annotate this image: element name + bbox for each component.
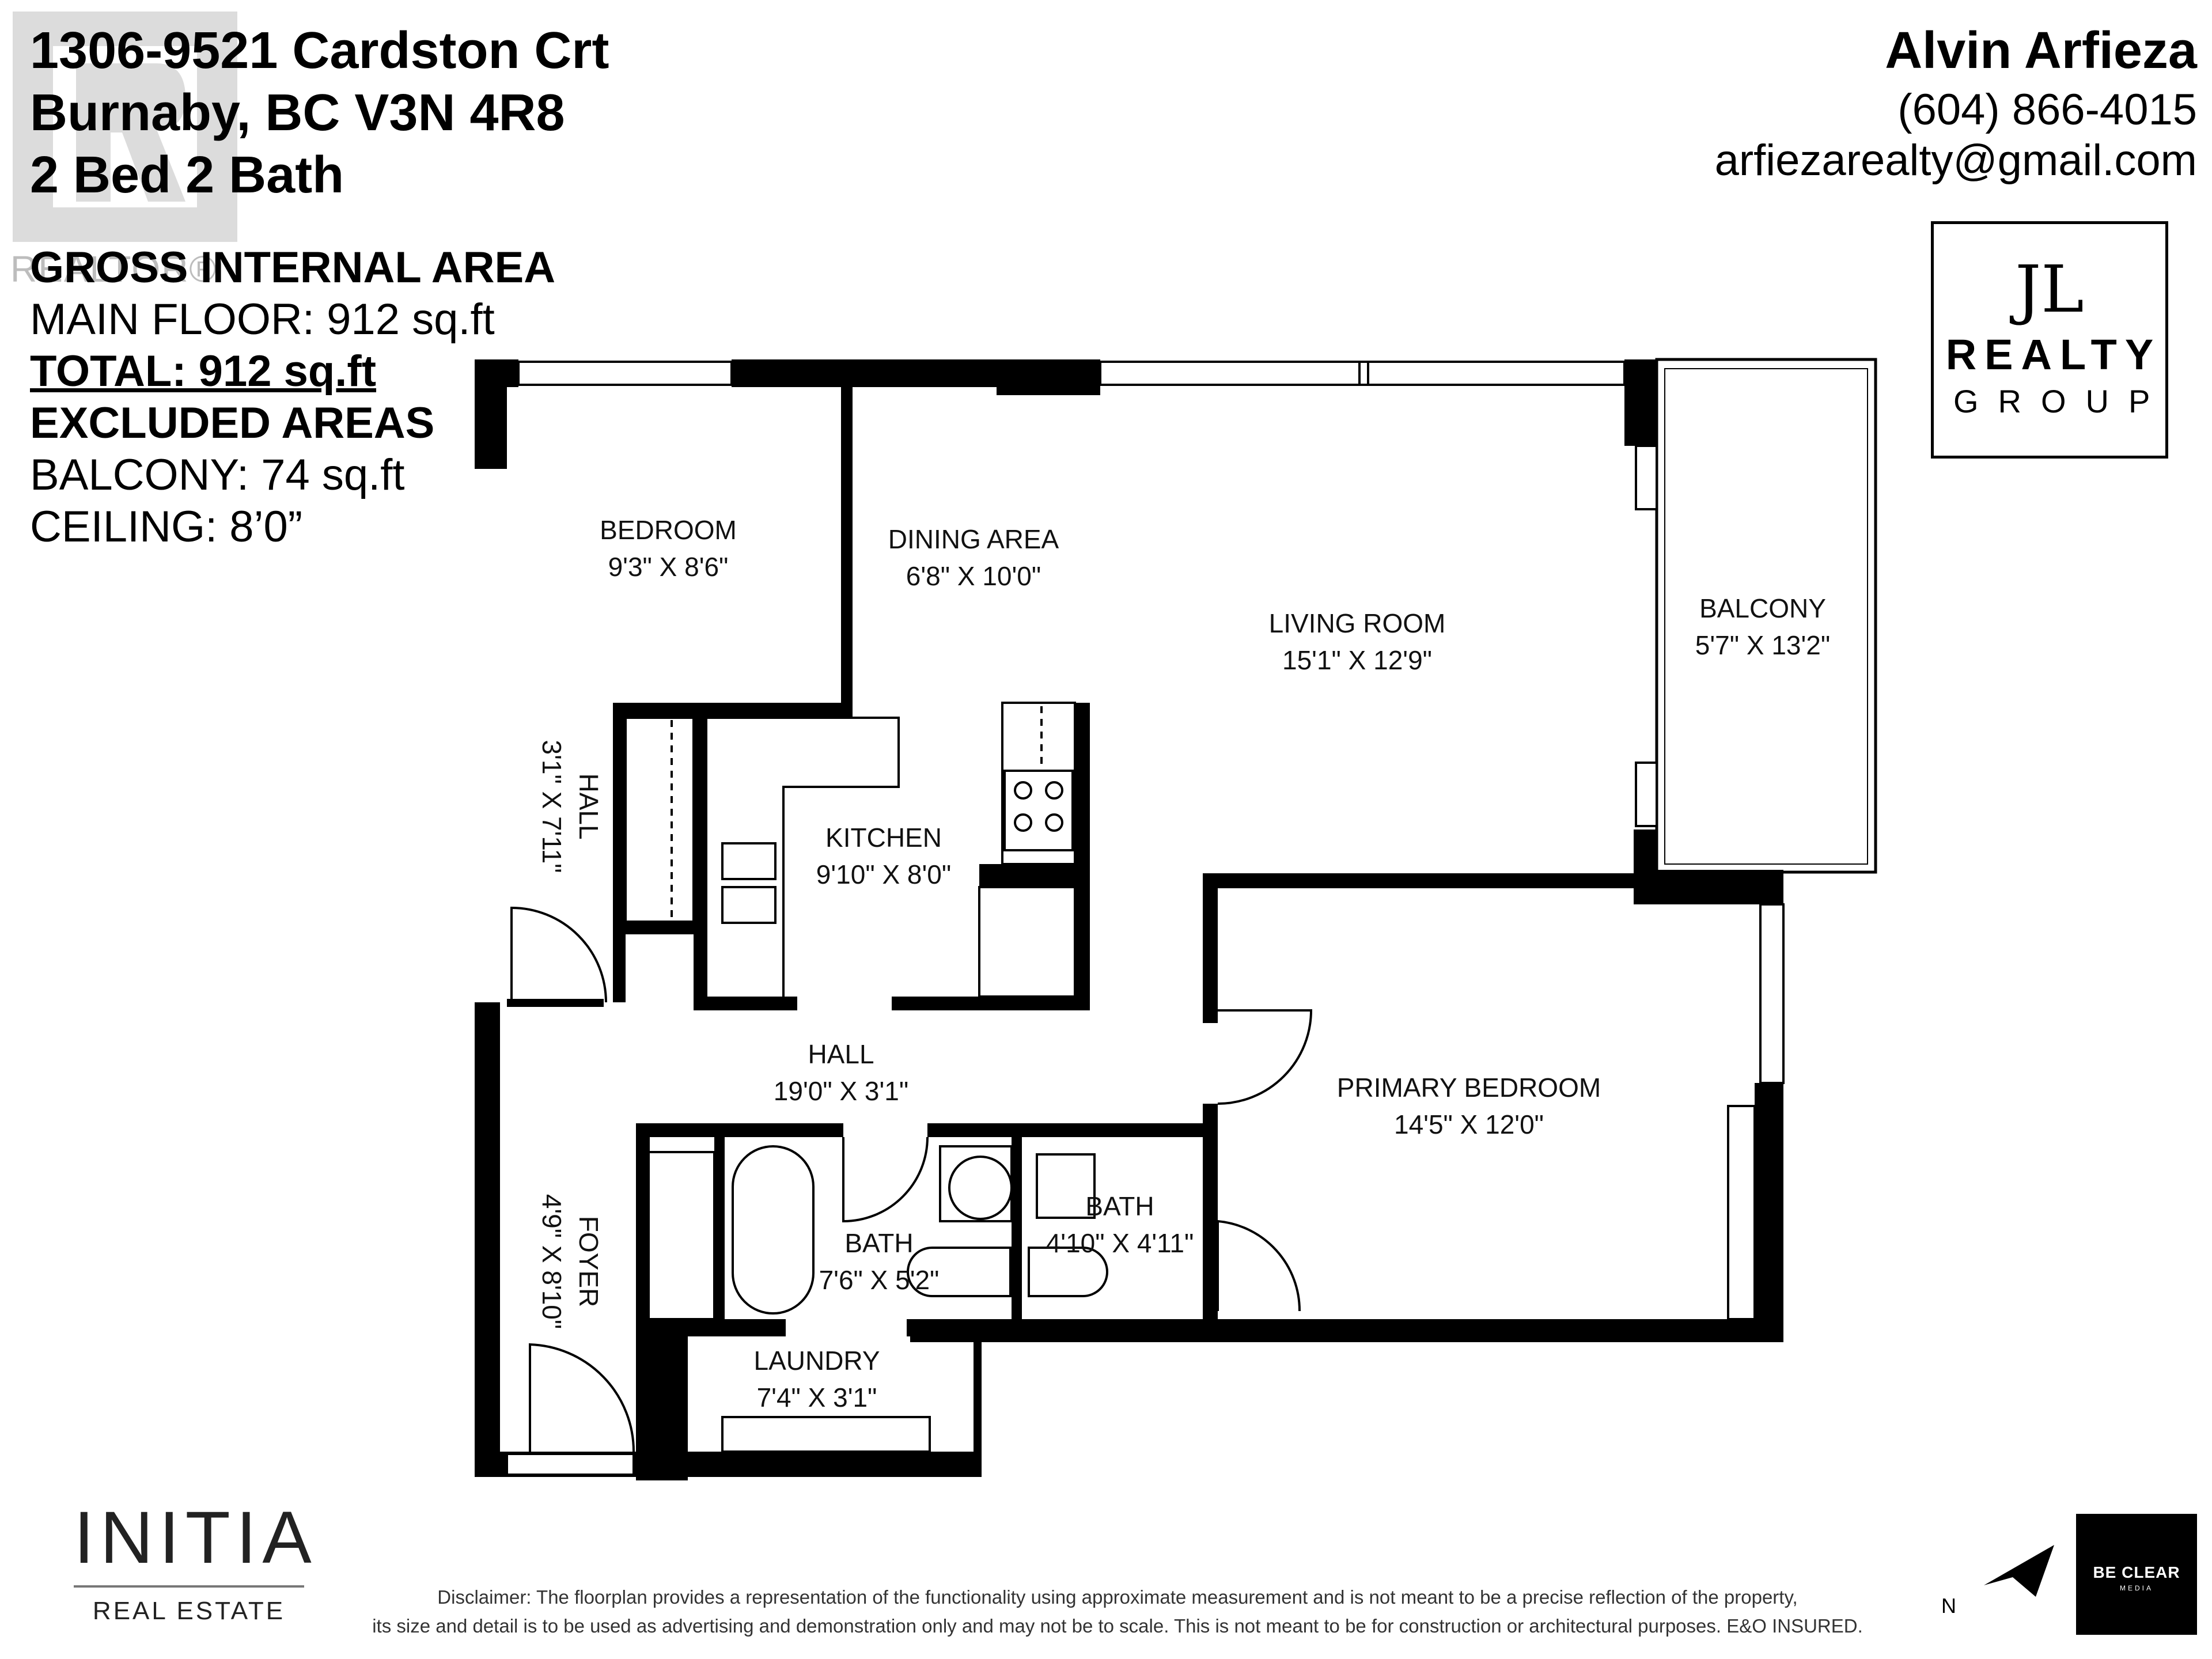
room-bedroom-name: BEDROOM	[600, 515, 737, 545]
initia-logo: INITIA REAL ESTATE	[74, 1497, 317, 1626]
room-balcony-size: 5'7" X 13'2"	[1695, 630, 1830, 660]
beds-baths: 2 Bed 2 Bath	[30, 146, 344, 204]
doors	[506, 906, 1756, 1476]
room-bath1-size: 7'6" X 5'2"	[819, 1265, 940, 1295]
compass-label: N	[1941, 1594, 1956, 1618]
room-foyer-size: 4'9" X 8'10"	[537, 1194, 567, 1329]
agent-phone: (604) 866-4015	[1897, 85, 2197, 134]
main-floor-area: MAIN FLOOR: 912 sq.ft	[30, 295, 495, 344]
realtor-watermark-text: REALTOR®	[10, 248, 218, 290]
room-laundry-size: 7'4" X 3'1"	[757, 1382, 877, 1412]
agent-name: Alvin Arfieza	[1885, 22, 2197, 79]
address-line-1: 1306-9521 Cardston Crt	[30, 22, 609, 79]
beclear-name: BE CLEAR	[2093, 1563, 2180, 1581]
room-living-size: 15'1" X 12'9"	[1282, 645, 1432, 675]
room-primary-bedroom-name: PRIMARY BEDROOM	[1337, 1073, 1601, 1103]
jl-realty-logo: JL REALTY GROUP	[1931, 221, 2168, 459]
agent-email: arfiezarealty@gmail.com	[1714, 136, 2197, 185]
compass-icon	[1984, 1545, 2054, 1597]
room-bath1-name: BATH	[844, 1228, 913, 1258]
initia-sub: REAL ESTATE	[92, 1597, 286, 1625]
address-line-2: Burnaby, BC V3N 4R8	[30, 84, 565, 142]
room-bath2-name: BATH	[1085, 1191, 1154, 1221]
beclear-media-logo: BE CLEAR MEDIA	[2076, 1514, 2197, 1635]
disclaimer: Disclaimer: The floorplan provides a rep…	[323, 1583, 1912, 1641]
room-balcony-name: BALCONY	[1699, 593, 1826, 623]
windows	[517, 361, 1785, 1084]
room-living-name: LIVING ROOM	[1269, 608, 1446, 638]
area-summary: GROSS INTERNAL AREA MAIN FLOOR: 912 sq.f…	[30, 242, 555, 553]
initia-name: INITIA	[74, 1497, 317, 1579]
jl-line-2: GROUP	[1953, 383, 2170, 419]
total-area: TOTAL: 912 sq.ft	[30, 347, 377, 396]
room-foyer-name: FOYER	[574, 1216, 604, 1307]
kitchen-fixtures	[624, 702, 1076, 998]
room-kitchen-size: 9'10" X 8'0"	[816, 859, 951, 889]
room-bath2-size: 4'10" X 4'11"	[1046, 1228, 1194, 1258]
listing-header: 1306-9521 Cardston Crt Burnaby, BC V3N 4…	[30, 20, 609, 206]
room-dining-name: DINING AREA	[888, 524, 1059, 554]
room-kitchen-name: KITCHEN	[825, 823, 942, 853]
disclaimer-line-1: Disclaimer: The floorplan provides a rep…	[437, 1586, 1798, 1608]
room-primary-bedroom-size: 14'5" X 12'0"	[1394, 1109, 1544, 1139]
disclaimer-line-2: its size and detail is to be used as adv…	[372, 1615, 1863, 1637]
balcony-area: BALCONY: 74 sq.ft	[30, 450, 405, 499]
room-hall-horizontal-name: HALL	[808, 1039, 874, 1069]
jl-line-1: REALTY	[1945, 331, 2162, 378]
gross-area-heading: GROSS INTERNAL AREA	[30, 243, 556, 292]
ceiling-height: CEILING: 8’0”	[30, 502, 303, 551]
realtor-watermark-logo	[13, 12, 237, 242]
bath-fixtures	[721, 1145, 1108, 1453]
room-hall-vertical-name: HALL	[574, 773, 604, 839]
room-bedroom-size: 9'3" X 8'6"	[608, 552, 729, 582]
interior-walls	[507, 380, 1641, 1480]
excluded-areas-heading: EXCLUDED AREAS	[30, 399, 435, 448]
room-hall-vertical-size: 3'1" X 7'11"	[537, 740, 567, 873]
room-dining-size: 6'8" X 10'0"	[906, 561, 1041, 591]
jl-mark: JL	[2015, 252, 2084, 327]
exterior-walls	[475, 359, 1783, 1477]
beclear-sub: MEDIA	[2119, 1584, 2153, 1592]
initia-divider	[74, 1585, 304, 1588]
room-laundry-name: LAUNDRY	[754, 1346, 880, 1376]
room-hall-horizontal-size: 19'0" X 3'1"	[774, 1076, 908, 1106]
